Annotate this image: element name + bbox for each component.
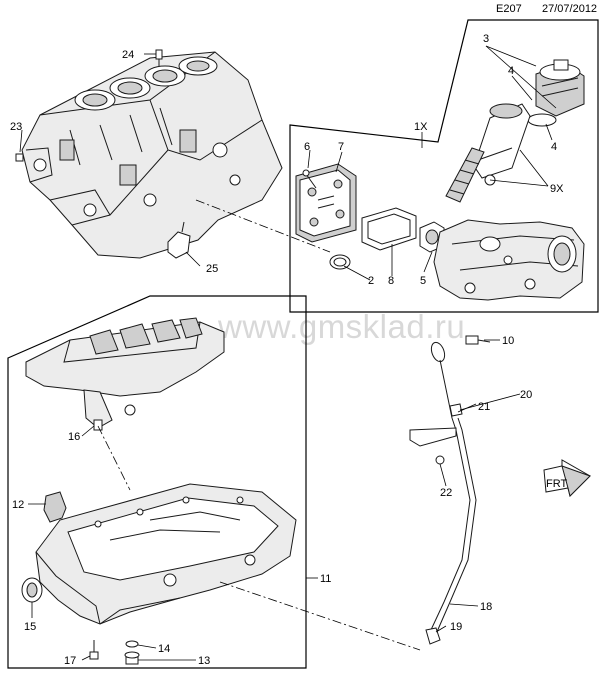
dipstick-assembly	[409, 335, 491, 645]
callout-24: 24	[122, 49, 134, 61]
diagram-code: E207	[496, 3, 522, 15]
callout-4-lower: 4	[551, 141, 557, 153]
oil-pump-baffle	[25, 317, 225, 431]
oil-pan	[21, 483, 297, 665]
callout-25: 25	[206, 263, 218, 275]
callout-1x: 1X	[414, 121, 428, 133]
dashed-guide-dipstick	[219, 581, 421, 651]
callout-10: 10	[502, 335, 514, 347]
callout-2: 2	[368, 275, 374, 287]
callout-16: 16	[68, 431, 80, 443]
front-direction-label: FRT	[546, 478, 567, 490]
callout-19: 19	[450, 621, 462, 633]
callout-12: 12	[12, 499, 24, 511]
engine-block	[15, 49, 283, 259]
leader-lines	[19, 45, 557, 661]
callout-18: 18	[480, 601, 492, 613]
callout-6: 6	[304, 141, 310, 153]
callout-9x: 9X	[550, 183, 564, 195]
dashed-guide-cooler	[195, 199, 331, 253]
callout-17: 17	[64, 655, 76, 667]
callout-4-upper: 4	[508, 65, 514, 77]
callout-21: 21	[478, 401, 490, 413]
callout-15: 15	[24, 621, 36, 633]
callout-7: 7	[338, 141, 344, 153]
front-direction-marker: FRT	[543, 459, 591, 497]
callout-13: 13	[198, 655, 210, 667]
diagram-date: 27/07/2012	[542, 3, 598, 15]
callout-8: 8	[388, 275, 394, 287]
callout-5: 5	[420, 275, 426, 287]
callout-20: 20	[520, 389, 532, 401]
oil-filter-group-frame	[289, 19, 599, 313]
oil-cooler-group	[295, 59, 585, 301]
callout-3: 3	[483, 33, 489, 45]
dashed-guide-pump	[97, 425, 131, 491]
oil-pan-group-frame	[7, 295, 307, 669]
callout-14: 14	[158, 643, 170, 655]
callout-11: 11	[320, 573, 331, 585]
callout-23: 23	[10, 121, 22, 133]
callout-22: 22	[440, 487, 452, 499]
watermark: www.gmsklad.ru	[217, 308, 465, 345]
